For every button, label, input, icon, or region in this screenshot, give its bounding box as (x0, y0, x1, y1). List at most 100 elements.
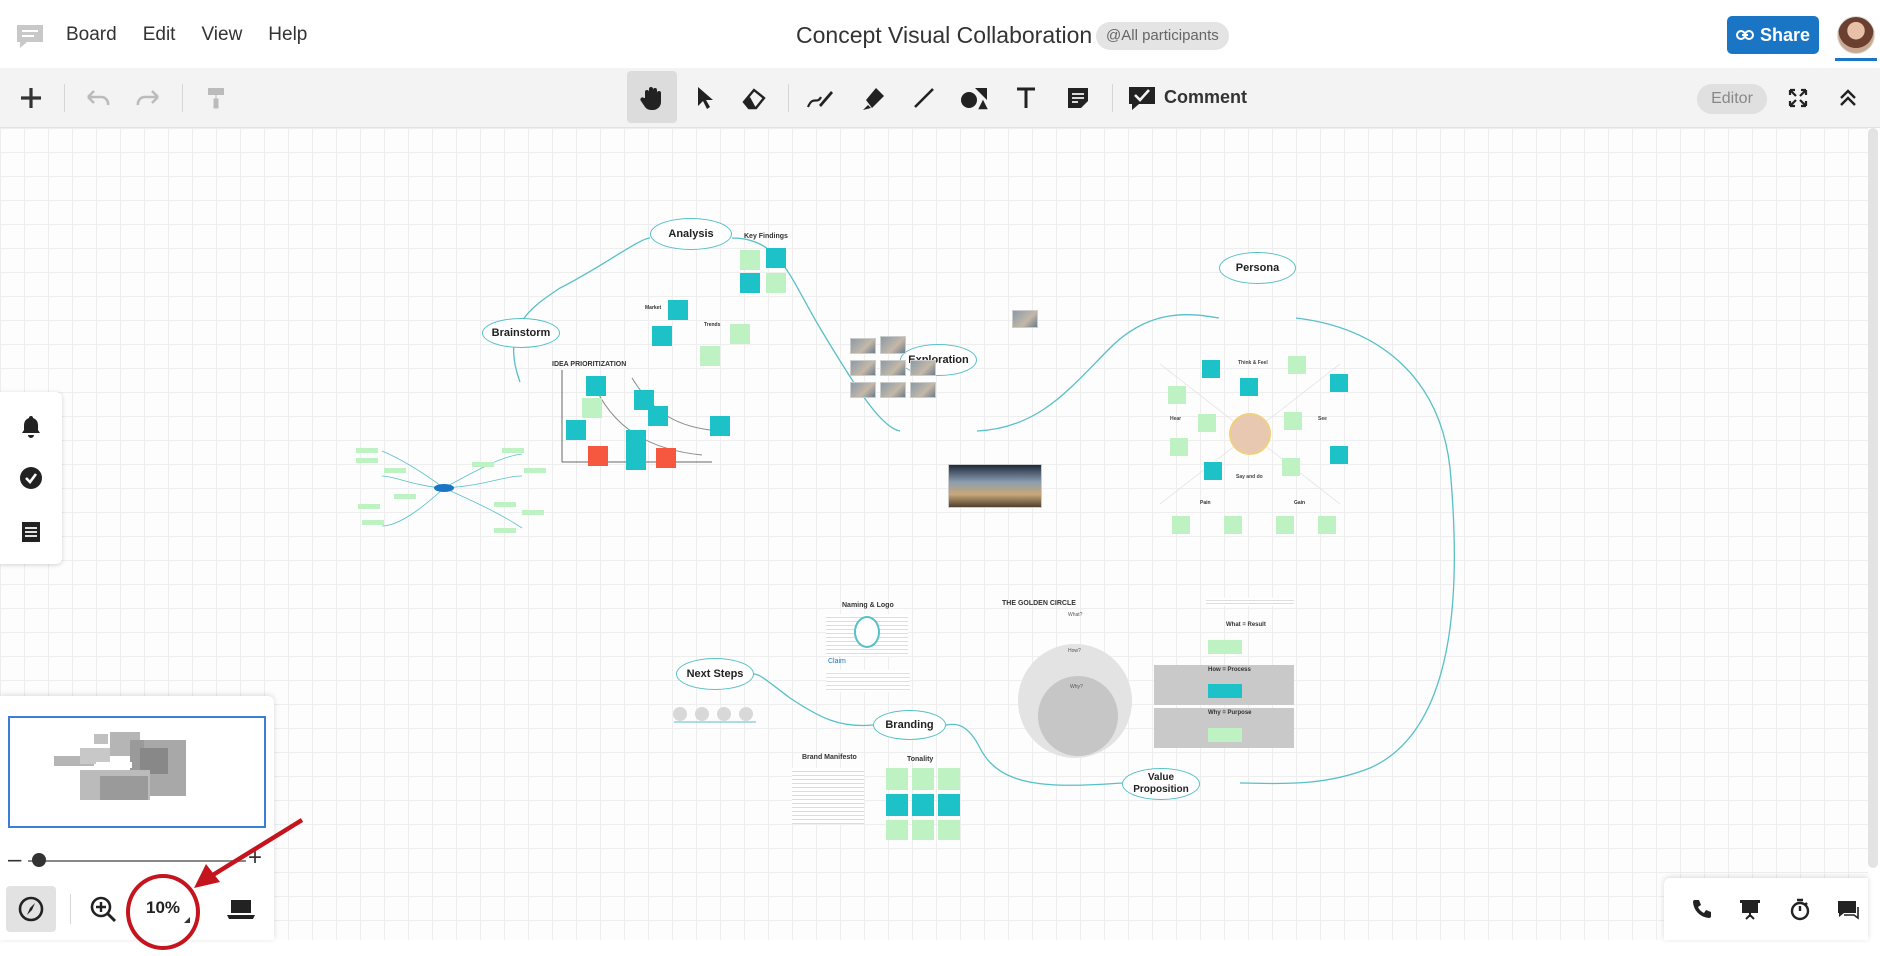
moodboard-photo[interactable] (910, 382, 936, 398)
timer-icon[interactable] (1786, 895, 1814, 923)
checkmark-circle-icon[interactable] (17, 464, 45, 492)
node-branding[interactable]: Branding (873, 710, 946, 740)
sticky-note[interactable] (766, 273, 786, 293)
redo-icon[interactable] (132, 82, 164, 114)
vertical-scrollbar[interactable] (1868, 128, 1878, 868)
list-icon[interactable] (17, 518, 45, 546)
sticky-note[interactable] (886, 794, 908, 816)
sticky-note[interactable] (648, 406, 668, 426)
sticky-note[interactable] (1318, 516, 1336, 534)
sticky-note[interactable] (912, 768, 934, 790)
sticky-note[interactable] (1208, 640, 1242, 654)
participants-badge[interactable]: @All participants (1096, 22, 1229, 50)
fullscreen-icon[interactable] (1782, 82, 1814, 114)
moodboard-photo[interactable] (880, 382, 906, 398)
sticky-note[interactable] (652, 326, 672, 346)
minimap[interactable] (8, 716, 266, 828)
whiteboard-canvas[interactable] (0, 128, 1868, 940)
menu-board[interactable]: Board (66, 24, 117, 45)
sticky-note[interactable] (1198, 414, 1216, 432)
sticky-note[interactable] (1276, 516, 1294, 534)
sticky-note[interactable] (668, 300, 688, 320)
pen-icon[interactable] (804, 82, 836, 114)
sticky-note[interactable] (1172, 516, 1190, 534)
video-thumbnail[interactable] (948, 464, 1042, 508)
moodboard-photo[interactable] (1012, 310, 1038, 328)
moodboard-photo[interactable] (880, 336, 906, 354)
sticky-note[interactable] (912, 794, 934, 816)
presentation-screen-icon[interactable] (1736, 895, 1764, 923)
highlighter-icon[interactable] (858, 82, 890, 114)
naming-logo-card[interactable] (826, 614, 908, 656)
sticky-note[interactable] (740, 250, 760, 270)
sticky-note[interactable] (938, 768, 960, 790)
undo-icon[interactable] (82, 82, 114, 114)
sticky-note[interactable] (1282, 458, 1300, 476)
board-title[interactable]: Concept Visual Collaboration (796, 22, 1093, 48)
moodboard-photo[interactable] (850, 360, 876, 376)
sticky-note[interactable] (1330, 446, 1348, 464)
moodboard-photo[interactable] (850, 338, 876, 354)
sticky-note[interactable] (1170, 438, 1188, 456)
text-icon[interactable] (1010, 82, 1042, 114)
sticky-note[interactable] (626, 430, 646, 450)
menu-view[interactable]: View (201, 24, 243, 45)
pointer-icon[interactable] (688, 82, 720, 114)
shapes-icon[interactable] (958, 82, 990, 114)
share-button[interactable]: Share (1727, 16, 1819, 54)
node-analysis[interactable]: Analysis (650, 218, 732, 250)
sticky-note[interactable] (740, 273, 760, 293)
zoom-slider-track[interactable] (28, 860, 246, 862)
node-persona[interactable]: Persona (1219, 252, 1296, 284)
node-next-steps[interactable]: Next Steps (676, 658, 754, 690)
sticky-note[interactable] (886, 820, 908, 840)
moodboard-photo[interactable] (850, 382, 876, 398)
zoom-in-button[interactable] (86, 892, 120, 926)
sticky-note[interactable] (582, 398, 602, 418)
sticky-note[interactable] (1330, 374, 1348, 392)
collapse-icon[interactable] (1832, 82, 1864, 114)
sticky-note[interactable] (938, 794, 960, 816)
sticky-note[interactable] (1208, 728, 1242, 742)
sticky-note[interactable] (656, 448, 676, 468)
zoom-slider-handle[interactable] (32, 853, 46, 867)
sticky-note[interactable] (1168, 386, 1186, 404)
eraser-icon[interactable] (738, 82, 770, 114)
sticky-note[interactable] (1240, 378, 1258, 396)
user-avatar[interactable] (1837, 16, 1875, 54)
moodboard-photo[interactable] (910, 360, 936, 376)
presentation-mode-button[interactable] (224, 892, 258, 926)
sticky-note[interactable] (700, 346, 720, 366)
sticky-note[interactable] (1204, 462, 1222, 480)
sticky-note[interactable] (912, 820, 934, 840)
navigator-toggle-button[interactable] (6, 886, 56, 932)
sticky-note[interactable] (886, 768, 908, 790)
zoom-out-button[interactable]: – (8, 846, 22, 873)
sticky-note[interactable] (634, 390, 654, 410)
sticky-note[interactable] (566, 420, 586, 440)
bell-icon[interactable] (17, 412, 45, 440)
sticky-note[interactable] (1224, 516, 1242, 534)
sticky-note[interactable] (766, 248, 786, 268)
moodboard-photo[interactable] (880, 360, 906, 376)
sticky-note[interactable] (586, 376, 606, 396)
sticky-note[interactable] (1288, 356, 1306, 374)
menu-edit[interactable]: Edit (142, 24, 176, 45)
sticky-note-icon[interactable] (1062, 82, 1094, 114)
menu-help[interactable]: Help (268, 24, 308, 45)
app-logo-icon[interactable] (14, 22, 46, 50)
sticky-note[interactable] (710, 416, 730, 436)
sticky-note[interactable] (626, 450, 646, 470)
sticky-note[interactable] (1284, 412, 1302, 430)
editor-role-badge[interactable]: Editor (1697, 84, 1767, 114)
hand-icon[interactable] (636, 82, 668, 114)
sticky-note[interactable] (588, 446, 608, 466)
node-value-proposition[interactable]: Value Proposition (1122, 768, 1200, 800)
comment-label[interactable]: Comment (1164, 87, 1248, 107)
format-painter-icon[interactable] (200, 82, 232, 114)
node-brainstorm[interactable]: Brainstorm (482, 318, 560, 348)
sticky-note[interactable] (1202, 360, 1220, 378)
chat-icon[interactable] (1834, 895, 1862, 923)
plus-icon[interactable] (15, 82, 47, 114)
sticky-note[interactable] (730, 324, 750, 344)
